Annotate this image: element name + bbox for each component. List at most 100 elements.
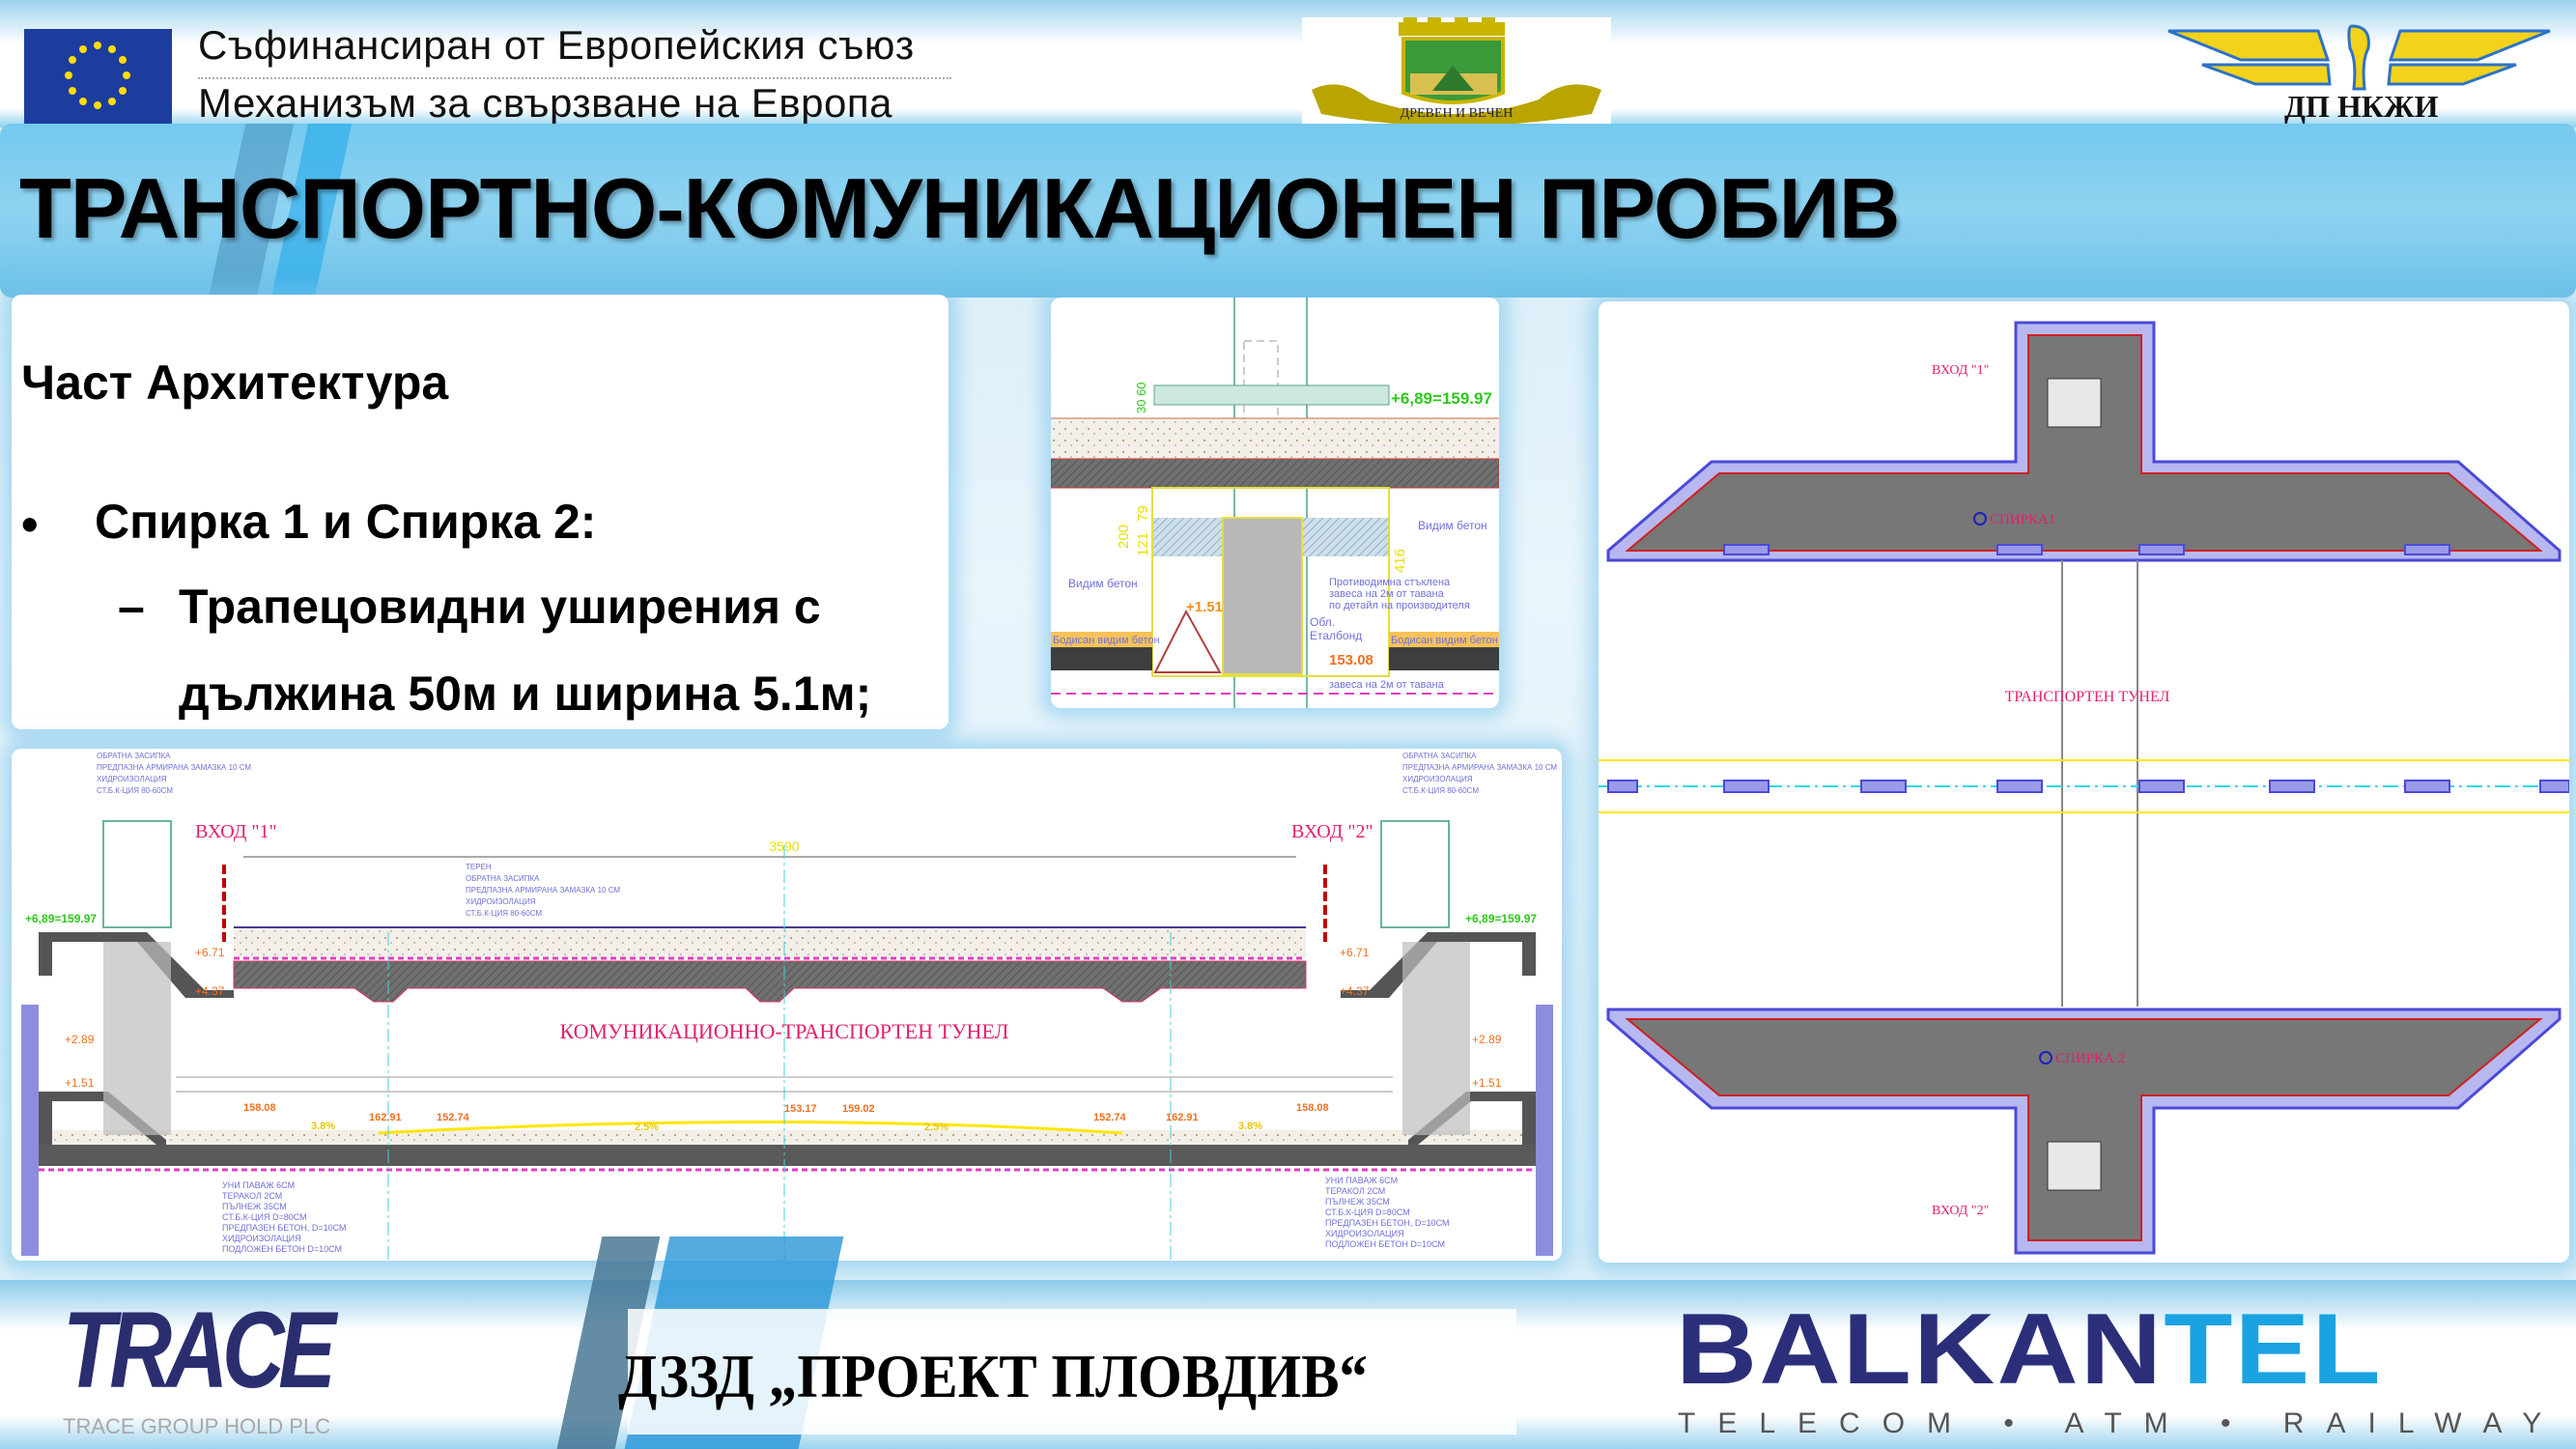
- level-label: 162.91: [1166, 1112, 1199, 1123]
- layer-note: ПОДЛОЖЕН БЕТОН D=10СМ: [222, 1244, 342, 1254]
- layer-note: СТ.Б.К-ЦИЯ 80-60СМ: [1402, 786, 1479, 795]
- note-label: Еталбонд: [1310, 629, 1362, 642]
- note-label: завеса на 2м от тавана: [1329, 679, 1445, 691]
- plan-entrance-2-label: ВХОД "2": [1932, 1204, 1989, 1218]
- layer-note: ПРЕДПАЗЕН БЕТОН, D=10СМ: [222, 1223, 347, 1233]
- marker-icon: [1973, 512, 1987, 526]
- trace-logo: TRACE TRACE GROUP HOLD PLC: [63, 1294, 391, 1447]
- detail-drawing-panel: +6,89=159.97 30 60 200 79 121 416 Видим …: [1050, 298, 1500, 708]
- note-label: Видим бетон: [1418, 519, 1487, 532]
- balkantel-subtitle: TELECOM • ATM • RAILWAY: [1678, 1407, 2564, 1439]
- dimension-label: 200: [1116, 525, 1132, 549]
- eu-flag-logo: [24, 29, 172, 124]
- layer-note: ПРЕДПАЗНА АРМИРАНА ЗАМАЗКА 10 СМ: [466, 886, 620, 895]
- elevation-label: +4.37: [1340, 984, 1370, 998]
- layer-note: ПЪЛНЕЖ 35СМ: [1325, 1197, 1390, 1207]
- layer-note: СТ.Б.К-ЦИЯ 80-60СМ: [466, 909, 542, 918]
- layer-note: ОБРАТНА ЗАСИПКА: [97, 752, 171, 760]
- nkzhi-label: ДП НКЖИ: [2284, 89, 2439, 124]
- trace-logo-text: TRACE: [63, 1290, 336, 1410]
- divider: [198, 77, 951, 79]
- plovdiv-crest-logo: ДРЕВЕН И ВЕЧЕН: [1302, 17, 1611, 127]
- span-dimension: 3590: [769, 838, 799, 854]
- note-label: Бодисан видим бетон: [1053, 635, 1160, 646]
- elevation-label: +2.89: [65, 1033, 95, 1046]
- entrance-2-label: ВХОД "2": [1291, 821, 1373, 842]
- elevation-label: +6,89=159.97: [1465, 912, 1537, 925]
- header-band: [0, 0, 2576, 128]
- dimension-label: 121: [1135, 532, 1151, 556]
- crest-motto: ДРЕВЕН И ВЕЧЕН: [1401, 106, 1514, 121]
- layer-note: ТЕРАКОЛ 2СМ: [1325, 1186, 1385, 1196]
- section-drawing: ВХОД "1" ВХОД "2" 3590 КОМУНИКАЦИОННО-ТР…: [21, 752, 1557, 1261]
- section-drawing-panel: ВХОД "1" ВХОД "2" 3590 КОМУНИКАЦИОННО-ТР…: [12, 749, 1562, 1261]
- layer-note: СТ.Б.К-ЦИЯ 80-60СМ: [97, 786, 173, 795]
- eu-stars-icon: [65, 42, 130, 109]
- slope-label: 3.8%: [1238, 1121, 1262, 1132]
- detail-drawing: +6,89=159.97 30 60 200 79 121 416 Видим …: [1050, 298, 1500, 708]
- level-label: 152.74: [1093, 1112, 1127, 1123]
- marker-icon: [2039, 1051, 2052, 1065]
- slope-label: 2.5%: [924, 1122, 948, 1133]
- elevation-label: +6,89=159.97: [25, 912, 97, 925]
- level-label: 159.02: [842, 1103, 875, 1115]
- elevation-label: +4.37: [195, 984, 225, 998]
- elevation-label: +6.71: [195, 946, 225, 959]
- note-label: завеса на 2м от тавана: [1329, 588, 1445, 600]
- layer-note: ПРЕДПАЗНА АРМИРАНА ЗАМАЗКА 10 СМ: [97, 763, 251, 772]
- cef-text: Механизъм за свързване на Европа: [198, 80, 892, 126]
- bullet-marker: •: [21, 497, 39, 552]
- eu-cofunded-text: Съфинансиран от Европейския съюз: [198, 22, 915, 68]
- tunnel-label: КОМУНИКАЦИОННО-ТРАНСПОРТЕН ТУНЕЛ: [560, 1019, 1009, 1043]
- level-label: 158.08: [1296, 1102, 1329, 1114]
- stop-1-label: СПИРКА1: [1990, 512, 2055, 527]
- stop-2-platform: [1606, 1008, 2562, 1255]
- layer-note: ПЪЛНЕЖ 35СМ: [222, 1202, 287, 1211]
- layer-note: ХИДРОИЗОЛАЦИЯ: [1402, 775, 1473, 783]
- nkzhi-logo: ДП НКЖИ: [2164, 21, 2555, 126]
- layer-note: УНИ ПАВАЖ 6СМ: [1325, 1176, 1398, 1185]
- layer-note: ОБРАТНА ЗАСИПКА: [1402, 752, 1477, 760]
- layer-note: ХИДРОИЗОЛАЦИЯ: [97, 775, 167, 783]
- sub-bullet-marker: –: [118, 580, 145, 634]
- level-label: 158.08: [243, 1102, 276, 1114]
- balkantel-logo-balkan: BALKAN: [1676, 1293, 2165, 1406]
- dimension-label: 30 60: [1134, 382, 1148, 413]
- sub-bullet-line-2: дължина 50м и ширина 5.1м;: [179, 667, 872, 721]
- dimension-label: 416: [1392, 549, 1408, 573]
- layer-note: УНИ ПАВАЖ 6СМ: [222, 1180, 295, 1190]
- layer-note: ХИДРОИЗОЛАЦИЯ: [466, 897, 536, 906]
- section-heading: Част Архитектура: [21, 355, 449, 410]
- note-label: Бодисан видим бетон: [1391, 635, 1498, 646]
- layer-note: ПРЕДПАЗЕН БЕТОН, D=10СМ: [1325, 1218, 1450, 1228]
- plan-drawing-panel: ВХОД "1" ВХОД "2" СПИРКА1 СПИРКА 2 ТРАНС…: [1599, 301, 2570, 1263]
- elevation-label: 153.08: [1329, 652, 1373, 668]
- balkantel-logo-tel: TEL: [2164, 1293, 2383, 1406]
- sub-bullet-line-1: Трапецовидни уширения с: [179, 580, 821, 634]
- elevation-label: +2.89: [1472, 1033, 1502, 1046]
- slope-label: 2.5%: [635, 1122, 659, 1133]
- page-title: ТРАНСПОРТНО-КОМУНИКАЦИОНЕН ПРОБИВ: [19, 160, 1900, 256]
- layer-note: ТЕРАКОЛ 2СМ: [222, 1191, 282, 1201]
- elevation-label: +6,89=159.97: [1391, 389, 1492, 408]
- note-label: Обл.: [1310, 615, 1335, 629]
- bullet-text: Спирка 1 и Спирка 2:: [95, 495, 597, 549]
- stop-2-label: СПИРКА 2: [2055, 1051, 2125, 1066]
- elevation-label: +1.51: [65, 1076, 95, 1090]
- entrance-1-label: ВХОД "1": [195, 821, 277, 842]
- level-label: 162.91: [369, 1112, 402, 1123]
- level-label: 152.74: [437, 1112, 470, 1123]
- plan-tunnel-label: ТРАНСПОРТЕН ТУНЕЛ: [2005, 689, 2170, 705]
- stop-1-platform: [1606, 321, 2562, 562]
- level-label: 153.17: [784, 1103, 817, 1115]
- layer-note: ХИДРОИЗОЛАЦИЯ: [222, 1234, 301, 1243]
- elevation-label: +6.71: [1340, 946, 1370, 959]
- layer-note: ПОДЛОЖЕН БЕТОН D=10СМ: [1325, 1239, 1445, 1249]
- elevation-label: +1.51: [1472, 1076, 1502, 1090]
- text-panel: [12, 295, 948, 729]
- footer-title-bg: [628, 1309, 1516, 1435]
- elevation-label: +1.51: [1186, 599, 1223, 615]
- plan-entrance-1-label: ВХОД "1": [1932, 363, 1989, 378]
- note-label: по детайл на производителя: [1329, 600, 1470, 611]
- consortium-title: ДЗЗД „ПРОЕКТ ПЛОВДИВ“: [618, 1342, 1368, 1410]
